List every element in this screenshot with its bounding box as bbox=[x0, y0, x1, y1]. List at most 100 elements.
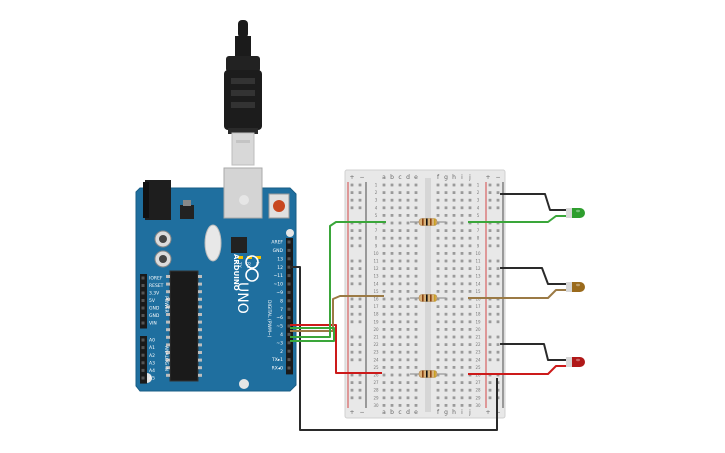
breadboard-row-label: 3 bbox=[375, 198, 378, 203]
breadboard-row-label: 15 bbox=[373, 289, 379, 294]
breadboard-row-label: 17 bbox=[475, 304, 481, 309]
led-red[interactable] bbox=[566, 357, 585, 367]
digital-pin-label: ~9 bbox=[276, 290, 283, 296]
breadboard-row-label: 3 bbox=[477, 198, 480, 203]
digital-pin[interactable] bbox=[287, 341, 291, 345]
digital-pin[interactable] bbox=[287, 366, 291, 370]
power-pin-label: GND bbox=[149, 313, 160, 319]
digital-pin[interactable] bbox=[287, 299, 291, 303]
wire-black-led-2 bbox=[500, 267, 566, 285]
power-pin-label: RESET bbox=[149, 283, 164, 289]
breadboard-row-label: 24 bbox=[373, 357, 379, 362]
analog-pin[interactable] bbox=[141, 338, 145, 342]
digital-pin[interactable] bbox=[287, 274, 291, 278]
power-section-label: POWER bbox=[163, 296, 169, 313]
breadboard-row-label: 2 bbox=[477, 190, 480, 195]
breadboard-rail-label: − bbox=[359, 174, 364, 181]
digital-pin[interactable] bbox=[287, 349, 291, 353]
digital-pin[interactable] bbox=[287, 248, 291, 252]
power-pin[interactable] bbox=[141, 284, 145, 287]
model-label: UNO bbox=[234, 282, 250, 314]
digital-pin-label: ~6 bbox=[276, 315, 283, 321]
analog-pin[interactable] bbox=[141, 368, 145, 372]
led-green[interactable] bbox=[566, 208, 585, 218]
voltage-regulator bbox=[180, 205, 194, 219]
breadboard-row-label: 21 bbox=[475, 335, 481, 340]
resistor bbox=[410, 218, 446, 226]
breadboard-row-label: 16 bbox=[373, 297, 379, 302]
breadboard-row-label: 20 bbox=[373, 327, 379, 332]
breadboard-row-label: 2 bbox=[375, 190, 378, 195]
breadboard-row-label: 9 bbox=[477, 243, 480, 248]
digital-pin[interactable] bbox=[287, 290, 291, 294]
breadboard-row-label: 29 bbox=[373, 395, 379, 400]
breadboard-row-label: 11 bbox=[475, 259, 481, 264]
breadboard-column-label: e bbox=[414, 409, 418, 416]
breadboard-column-label: d bbox=[406, 174, 410, 181]
power-pin[interactable] bbox=[141, 321, 145, 325]
breadboard-column-label: j bbox=[468, 174, 471, 181]
digital-pin[interactable] bbox=[287, 324, 291, 328]
wire-green-led bbox=[468, 215, 568, 223]
wire-green-pin-b bbox=[290, 327, 335, 342]
wire-black-led-1 bbox=[500, 193, 566, 211]
digital-pin[interactable] bbox=[287, 358, 291, 362]
power-pin[interactable] bbox=[141, 314, 145, 317]
led-amber[interactable] bbox=[566, 282, 585, 292]
breadboard-row-label: 20 bbox=[475, 327, 481, 332]
wire-green-pin-a bbox=[290, 221, 386, 338]
wire-red-led bbox=[468, 365, 568, 375]
digital-pin[interactable] bbox=[287, 257, 291, 261]
analog-pin[interactable] bbox=[141, 353, 145, 357]
breadboard-row-label: 1 bbox=[477, 183, 480, 188]
reset-button-cap[interactable] bbox=[273, 200, 285, 212]
digital-pin[interactable] bbox=[287, 332, 291, 336]
digital-pin[interactable] bbox=[287, 307, 291, 311]
breadboard-row-label: 8 bbox=[477, 236, 480, 241]
breadboard-row-label: 17 bbox=[373, 304, 379, 309]
analog-pin[interactable] bbox=[141, 346, 145, 350]
breadboard-column-label: c bbox=[398, 409, 401, 416]
power-pin[interactable] bbox=[141, 291, 145, 295]
breadboard-column-label: g bbox=[444, 174, 448, 181]
breadboard-row-label: 14 bbox=[373, 281, 379, 286]
digital-pin[interactable] bbox=[287, 240, 291, 244]
digital-pin-label: ~3 bbox=[276, 340, 283, 346]
analog-pin[interactable] bbox=[141, 376, 145, 380]
digital-pin[interactable] bbox=[287, 316, 291, 320]
breadboard-rail-label: + bbox=[485, 174, 490, 181]
breadboard-column-label: f bbox=[437, 174, 440, 181]
breadboard-column-label: h bbox=[452, 409, 456, 416]
digital-pin[interactable] bbox=[287, 282, 291, 286]
breadboard-row-label: 1 bbox=[375, 183, 378, 188]
breadboard-row-label: 5 bbox=[375, 213, 378, 218]
power-pin[interactable] bbox=[141, 299, 145, 302]
breadboard-row-label: 29 bbox=[475, 395, 481, 400]
breadboard-column-label: i bbox=[461, 409, 463, 416]
breadboard-column-label: d bbox=[406, 409, 410, 416]
digital-pin[interactable] bbox=[287, 265, 291, 269]
power-pin[interactable] bbox=[141, 276, 145, 280]
breadboard-row-label: 4 bbox=[477, 205, 480, 210]
digital-pin-label: 8 bbox=[280, 298, 283, 304]
breadboard-row-label: 22 bbox=[373, 342, 379, 347]
breadboard-row-label: 10 bbox=[373, 251, 379, 256]
onboard-led-label: RX bbox=[245, 262, 251, 268]
analog-pin[interactable] bbox=[141, 361, 145, 365]
wire-red-pin bbox=[290, 324, 382, 374]
analog-pin-label: A0 bbox=[149, 338, 155, 344]
power-pin-label: 5V bbox=[149, 298, 156, 304]
breadboard-row-label: 19 bbox=[373, 319, 379, 324]
breadboard-rail-label: − bbox=[495, 174, 500, 181]
power-pin[interactable] bbox=[141, 306, 145, 310]
wires bbox=[290, 193, 568, 431]
power-pin-label: 3.3V bbox=[149, 291, 160, 297]
wire-black-led-3 bbox=[500, 343, 566, 361]
analog-pin-label: A2 bbox=[149, 353, 155, 359]
breadboard-column-label: i bbox=[461, 174, 463, 181]
breadboard-column-label: e bbox=[414, 174, 418, 181]
